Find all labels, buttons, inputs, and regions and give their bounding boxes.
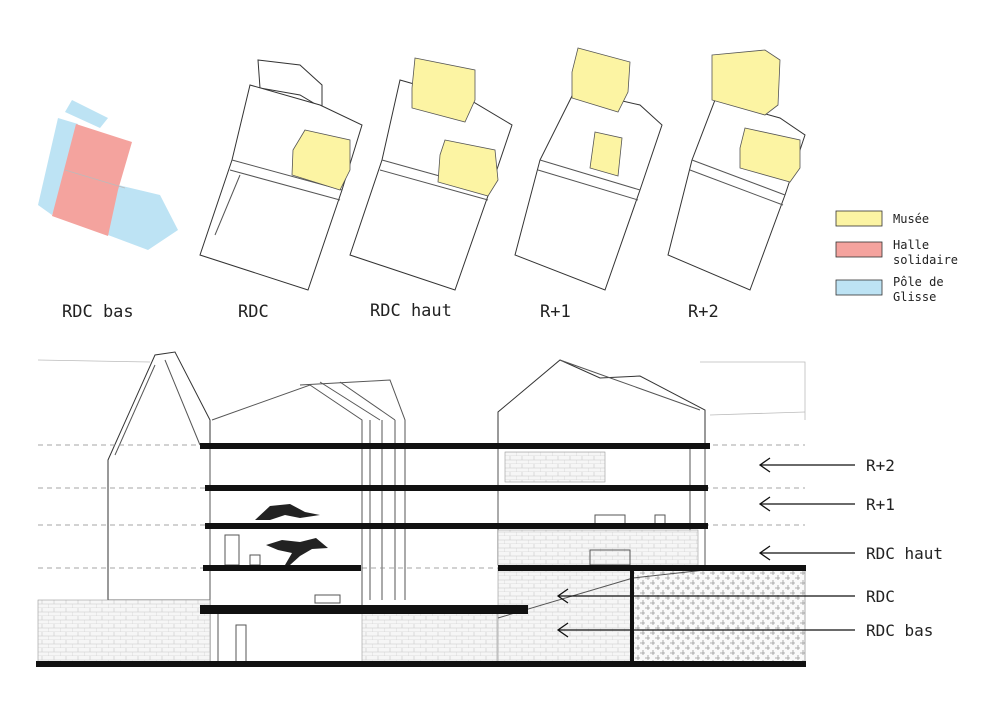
halle-solidaire-volume [52,124,132,236]
level-label-rdc-bas: RDC bas [866,621,933,640]
musee-volume [739,127,801,183]
pole-de-glisse-volume [108,185,178,250]
caption-r2: R+2 [688,302,719,322]
building-section [36,351,806,667]
masonry-right-top [504,451,606,483]
musee-volume [437,139,499,197]
slab-rdc-left [203,565,361,571]
level-label-r1: R+1 [866,495,895,514]
axonometric-r2 [667,49,806,291]
slab-r1 [205,485,708,491]
musee-volume [589,131,623,177]
musee-volume [711,49,781,116]
level-label-rdc: RDC [866,587,895,606]
pole-de-glisse-volume [38,118,78,215]
axonometric-rdc-bas [38,100,178,250]
caption-rdc: RDC [238,302,269,322]
legend-swatch-musee [835,210,883,227]
level-label-rdc-haut: RDC haut [866,544,943,563]
wall-divider [630,568,634,663]
level-marker-rdc-bas: RDC bas [556,621,933,640]
caption-r1: R+1 [540,302,571,322]
pole-de-glisse-volume [65,100,108,128]
axonometric-rdc [199,59,363,291]
musee-volume [411,57,476,123]
level-marker-rdc-haut: RDC haut [758,544,943,563]
slab-ground [36,661,806,667]
dinosaur-exhibit [255,504,328,565]
axonometric-rdc-haut [349,57,513,291]
legend-swatch-pole-de-glisse [835,279,883,296]
legend-swatch-halle-solidaire [835,241,883,258]
slab-rdc-right [498,565,806,571]
level-marker-r1: R+1 [758,495,895,514]
legend-label-halle-line1: Halle [893,238,929,252]
level-marker-rdc: RDC [556,587,895,606]
level-marker-r2: R+2 [758,456,895,475]
legend-label-pole-line1: Pôle de [893,275,944,289]
right-gable-building [497,359,706,445]
slab-rdc-bas [200,605,528,614]
paving-block [632,569,806,664]
left-gable-building [107,351,211,601]
level-label-r2: R+2 [866,456,895,475]
axonometric-r1 [514,47,663,291]
level-markers: R+2 R+1 RDC haut RDC RDC bas [556,456,943,640]
slab-r2 [200,443,710,449]
legend: Musée Halle solidaire Pôle de Glisse [835,210,958,304]
masonry-right-lower [497,567,634,664]
legend-label-halle-line2: solidaire [893,253,958,267]
central-roof [211,384,363,445]
musee-volume [291,129,351,191]
slab-rdc-haut [205,523,708,529]
musee-volume [571,47,631,113]
masonry-center [361,609,498,664]
masonry-left [37,599,211,664]
masonry-right-upper [497,529,699,567]
caption-rdc-bas: RDC bas [62,302,134,322]
legend-label-musee: Musée [893,212,929,226]
legend-label-pole-line2: Glisse [893,290,936,304]
caption-rdc-haut: RDC haut [370,301,452,321]
